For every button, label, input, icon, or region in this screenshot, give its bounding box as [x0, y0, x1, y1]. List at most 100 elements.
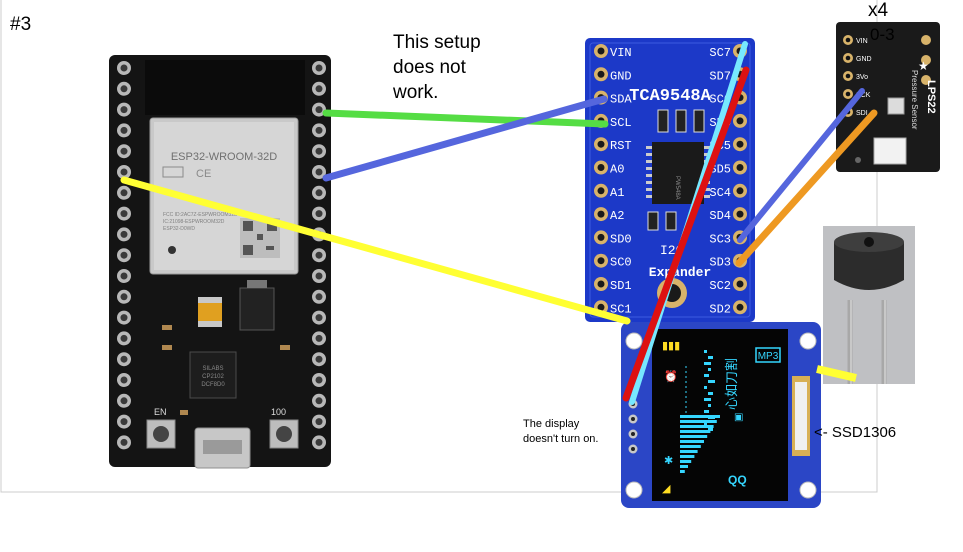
mux-pin-label-left: A1 — [610, 186, 624, 200]
esp32-pin — [117, 331, 131, 346]
svg-text:PW548A: PW548A — [674, 176, 680, 200]
esp32-pin — [312, 61, 326, 75]
mux-pins: VINSC7GNDSD7SDASC6SCLSD6RSTSC5A0SD5A1SC4… — [594, 44, 747, 316]
oled-eq-bar — [704, 362, 711, 365]
oled-screen-content — [680, 350, 720, 473]
esp32-pin — [117, 393, 131, 408]
display-model-label: <- SSD1306 — [814, 424, 897, 441]
oled-eq-bar — [680, 425, 714, 428]
mux-subtitle: Expander — [649, 265, 711, 280]
sensor-pin-label: 3Vo — [856, 74, 868, 81]
mux-pin-label-right: SD3 — [709, 256, 731, 270]
mux-pin-label-left: RST — [610, 139, 632, 153]
oled-eq-bar — [708, 416, 715, 419]
esp32-pin — [312, 373, 326, 387]
mux-pin-label-right: SC7 — [709, 46, 731, 60]
battery-icon: ▮▮▮ — [662, 339, 680, 352]
mux-pin-label-right: SD5 — [709, 163, 731, 177]
oled-eq-bar — [680, 445, 701, 448]
oled-eq-bar — [708, 368, 711, 371]
setup-note-line-3: work. — [393, 82, 439, 103]
mux-pin-right — [733, 137, 747, 152]
oled-eq-bar — [680, 450, 698, 453]
wire-yellow — [120, 176, 631, 325]
chip-label-2: CP2102 — [202, 374, 224, 380]
esp32-pin — [312, 123, 326, 138]
mux-pin-right — [733, 183, 747, 198]
oled-eq-bar — [680, 460, 692, 463]
sensor-name: LPS22 — [925, 80, 937, 114]
mux-pin-left — [594, 253, 608, 268]
mp3-badge — [755, 347, 781, 363]
mux-pin-left — [594, 67, 608, 82]
oled-pin — [628, 444, 638, 454]
sensor-pin — [843, 53, 853, 63]
mux-pin-label-left: SDA — [610, 93, 632, 107]
oled-eq-bar — [704, 410, 709, 413]
esp32-board: ESP32-WROOM-32D FCC ID:2AC7Z-ESPWROOM32D… — [109, 55, 331, 469]
oled-eq-bar — [680, 470, 685, 473]
wire-orange-sd3 — [735, 109, 878, 267]
esp32-pin — [117, 165, 131, 179]
sensor-pin-label: GND — [856, 56, 872, 63]
mux-pin-label-left: SD0 — [610, 232, 632, 246]
setup-note-line-1: This setup — [393, 32, 481, 53]
wifi-logo-icon — [162, 166, 184, 178]
mux-pin-left — [594, 230, 608, 245]
esp32-pin — [117, 248, 131, 263]
esp32-pin — [117, 61, 131, 75]
setup-number-label: #3 — [10, 14, 32, 35]
setup-note: This setup does not work. — [393, 30, 533, 105]
esp32-pin — [312, 310, 326, 325]
oled-eq-bar — [708, 392, 713, 395]
sensor-pin-label: SDI — [856, 110, 868, 117]
oled-eq-bar — [680, 440, 704, 443]
esp32-pin — [117, 414, 131, 429]
oled-eq-bar — [680, 455, 695, 458]
en-label: EN — [154, 407, 167, 417]
chip-label-3: DCF8D0 — [201, 382, 225, 388]
mux-pin-left — [594, 137, 608, 152]
mux-pin-label-left: GND — [610, 69, 632, 83]
esp32-pin — [312, 144, 326, 159]
wire-red — [622, 66, 750, 402]
oled-qq: QQ — [728, 473, 747, 487]
sensor-pin — [843, 35, 853, 45]
esp32-pin — [117, 435, 131, 450]
oled-cn-text: 心如刀割 — [724, 358, 740, 410]
oled-eq-bar — [704, 422, 707, 425]
mux-pin-right — [733, 207, 747, 222]
oled-eq-bar — [704, 374, 709, 377]
wires — [120, 41, 878, 405]
mux-pin-left — [594, 160, 608, 175]
module-pin1-dot — [168, 246, 176, 254]
esp32-pin — [117, 123, 131, 138]
mux-pin-label-right: SD2 — [709, 302, 731, 316]
mux-pin-label-left: A0 — [610, 163, 624, 177]
boot-label: 100 — [271, 407, 286, 417]
mux-pin-label-left: VIN — [610, 46, 632, 60]
esp32-pin — [117, 310, 131, 325]
esp32-pin — [312, 393, 326, 408]
wire-yellow-buzzer — [816, 365, 857, 382]
esp32-pin — [117, 352, 131, 367]
esp32-module-ic: IC:21098-ESPWROOM32D — [163, 219, 225, 225]
stemma-connector — [873, 137, 907, 165]
mux-pin-label-right: SC3 — [709, 232, 731, 246]
esp32-module-name: ESP32-WROOM-32D — [171, 151, 277, 163]
sensor-chip — [887, 97, 905, 115]
sensor-pin-label: SCK — [856, 92, 871, 99]
display-note-line-1: The display — [523, 418, 580, 430]
mux-pin-right — [733, 160, 747, 175]
esp32-pin — [312, 414, 326, 429]
wire-green — [322, 109, 609, 128]
oled-mp3: MP3 — [758, 351, 779, 362]
mux-title: TCA9548A — [629, 87, 711, 106]
esp32-pin — [117, 185, 131, 200]
oled-eq-bar — [708, 404, 711, 407]
esp32-pin — [117, 373, 131, 387]
sensor-pin — [843, 89, 853, 99]
esp32-pin — [117, 81, 131, 96]
